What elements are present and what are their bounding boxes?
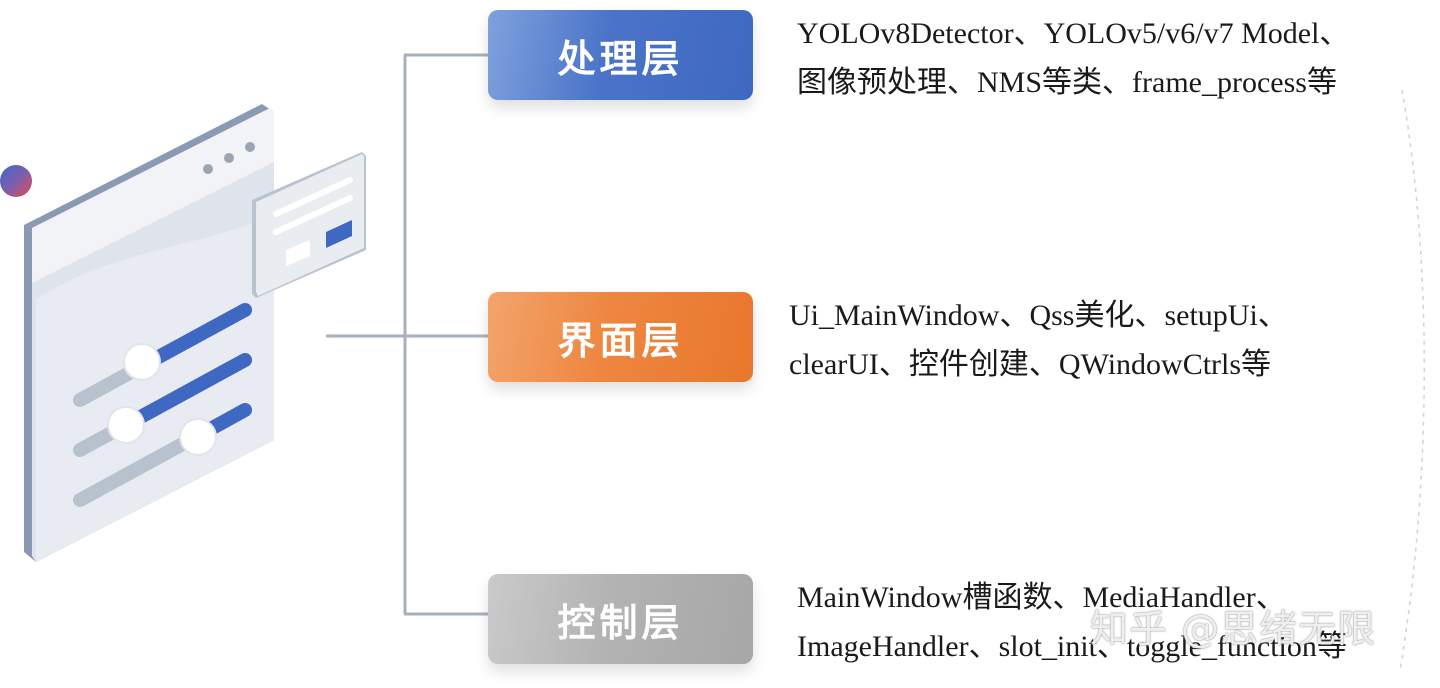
layer-label-interface: 界面层 [557, 317, 684, 363]
layer-box-control: 控制层 [488, 574, 753, 664]
window-dot-icon [245, 142, 255, 152]
description-line: Ui_MainWindow、Qss美化、setupUi、 [789, 299, 1288, 332]
decorative-ball-icon [0, 165, 32, 197]
description-line: YOLOv8Detector、YOLOv5/v6/v7 Model、 [797, 17, 1350, 50]
tree-connector [326, 53, 488, 616]
description-line: ImageHandler、slot_init、toggle_function等 [797, 630, 1347, 663]
window-dot-icon [203, 164, 213, 174]
slider-knob-icon [123, 343, 161, 381]
slider-knob-icon [179, 418, 217, 456]
description-line: MainWindow槽函数、MediaHandler、 [797, 581, 1286, 614]
layer-box-interface: 界面层 [488, 292, 753, 382]
layer-description-control: MainWindow槽函数、MediaHandler、 ImageHandler… [797, 573, 1347, 671]
description-line: 图像预处理、NMS等类、frame_process等 [797, 66, 1337, 99]
description-line: clearUI、控件创建、QWindowCtrls等 [789, 348, 1272, 381]
app-window-illustration [0, 104, 366, 562]
watermark: 知乎 @思绪无限 [1090, 607, 1377, 651]
window-dot-icon [224, 153, 234, 163]
dashed-arc-decoration [1399, 89, 1425, 671]
layer-box-processing: 处理层 [488, 10, 753, 100]
layer-description-interface: Ui_MainWindow、Qss美化、setupUi、 clearUI、控件创… [789, 291, 1288, 389]
floating-card [256, 154, 364, 296]
slider-knob-icon [107, 406, 145, 444]
layer-label-processing: 处理层 [557, 35, 684, 81]
window-titlebar [32, 108, 274, 283]
layer-description-processing: YOLOv8Detector、YOLOv5/v6/v7 Model、 图像预处理… [797, 9, 1349, 107]
layer-label-control: 控制层 [557, 599, 684, 645]
